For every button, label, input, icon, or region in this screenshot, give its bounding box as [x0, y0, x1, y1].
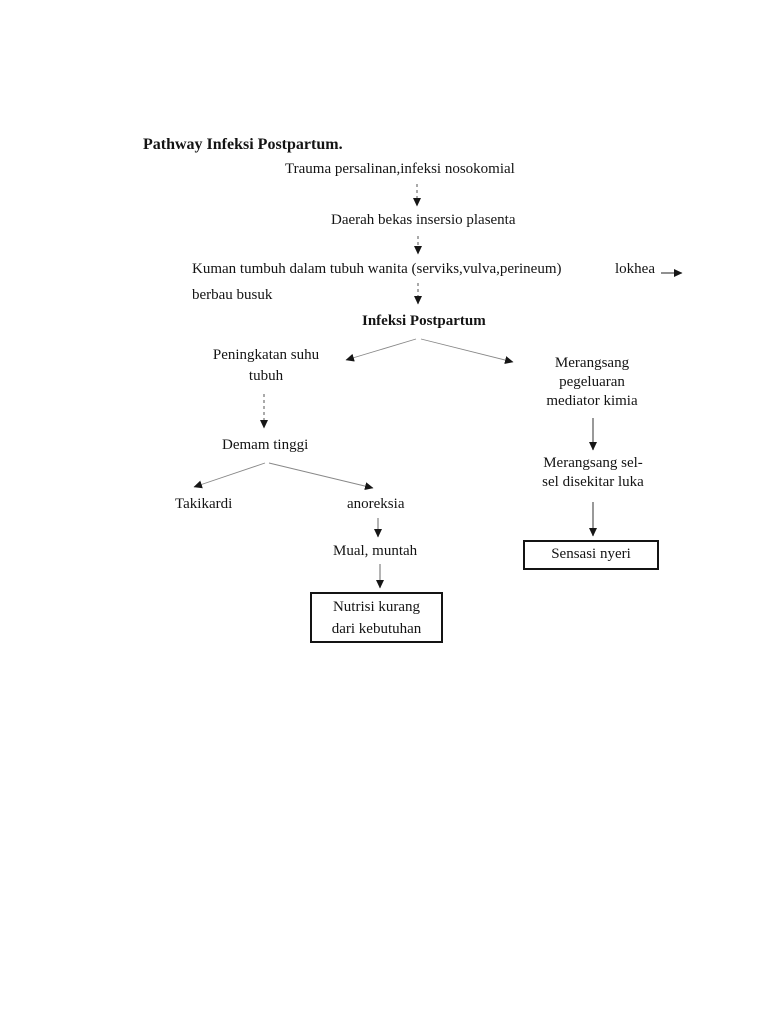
node-anoreksia: anoreksia [347, 496, 405, 512]
node-merangsang-mediator: Merangsang pegeluaran mediator kimia [546, 355, 638, 409]
node-kuman: Kuman tumbuh dalam tubuh wanita (serviks… [192, 261, 562, 303]
node-box-sensasi-nyeri: Sensasi nyeri [523, 540, 659, 570]
arrow-infeksi-to-mediator [420, 338, 514, 364]
node-takikardi: Takikardi [175, 496, 233, 512]
node-trauma: Trauma persalinan,infeksi nosokomial [285, 161, 515, 177]
node-mual-muntah: Mual, muntah [333, 543, 418, 559]
node-demam-tinggi: Demam tinggi [222, 437, 309, 453]
arrow-infeksi-to-peningkatan [345, 338, 417, 362]
node-daerah: Daerah bekas insersio plasenta [331, 212, 516, 228]
node-infeksi-postpartum: Infeksi Postpartum [362, 313, 486, 329]
node-peningkatan-suhu: Peningkatan suhu tubuh [212, 347, 320, 384]
arrow-demam-to-anoreksia [268, 462, 374, 491]
node-merangsang-sel: Merangsang sel- sel disekitar luka [542, 455, 644, 490]
page-title: Pathway Infeksi Postpartum. [143, 136, 343, 153]
node-box-nutrisi-kurang: Nutrisi kurang dari kebutuhan [310, 592, 443, 643]
arrow-demam-to-takikardi [193, 462, 266, 489]
node-lokhea: lokhea [615, 261, 655, 277]
